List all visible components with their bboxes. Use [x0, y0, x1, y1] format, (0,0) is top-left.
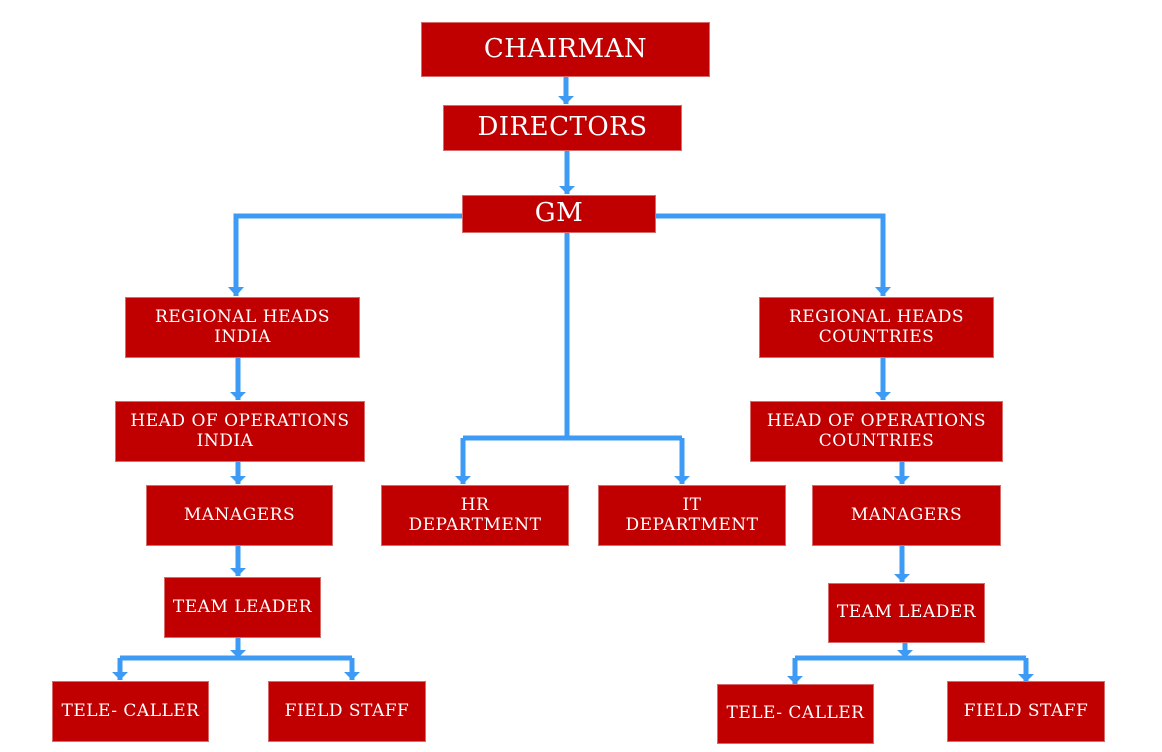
- node-label: TELE- CALLER: [61, 700, 200, 721]
- arrow-icon: [875, 392, 891, 400]
- node-label: REGIONAL HEADS: [154, 306, 331, 327]
- edge-gm-rh-india: [233, 213, 462, 296]
- node-label: HR: [460, 494, 490, 515]
- node-label: INDIA: [196, 430, 254, 451]
- node-label: MANAGERS: [183, 504, 296, 525]
- arrow-icon: [894, 476, 910, 484]
- node-field-staff-countries: FIELD STAFF: [947, 681, 1105, 742]
- node-label: DEPARTMENT: [625, 514, 759, 535]
- node-label: TEAM LEADER: [836, 602, 977, 623]
- node-label: FIELD STAFF: [284, 700, 410, 721]
- arrow-icon: [228, 287, 244, 296]
- arrow-icon: [112, 672, 128, 680]
- arrow-icon: [558, 96, 574, 104]
- node-regional-heads-countries: REGIONAL HEADS COUNTRIES: [759, 297, 994, 358]
- edge-gm-depts: [460, 232, 685, 484]
- edge-tl-staff-india: [117, 637, 355, 680]
- node-label: REGIONAL HEADS: [788, 306, 965, 327]
- arrow-icon: [230, 650, 246, 658]
- node-tele-caller-countries: TELE- CALLER: [717, 684, 874, 744]
- node-label: MANAGERS: [850, 504, 963, 525]
- node-label: GM: [534, 198, 584, 229]
- node-team-leader-countries: TEAM LEADER: [828, 583, 985, 643]
- node-label: DIRECTORS: [477, 112, 648, 143]
- node-hr-department: HR DEPARTMENT: [381, 485, 569, 546]
- node-it-department: IT DEPARTMENT: [598, 485, 786, 546]
- node-label: FIELD STAFF: [963, 700, 1089, 721]
- arrow-icon: [344, 672, 360, 680]
- arrow-icon: [897, 650, 913, 658]
- node-directors: DIRECTORS: [443, 105, 682, 151]
- node-team-leader-india: TEAM LEADER: [164, 577, 321, 638]
- edge-tl-staff-countries: [792, 642, 1029, 684]
- node-head-of-operations-india: HEAD OF OPERATIONS INDIA: [115, 401, 365, 462]
- arrow-icon: [559, 186, 575, 194]
- node-label: DEPARTMENT: [408, 514, 542, 535]
- node-tele-caller-india: TELE- CALLER: [52, 681, 209, 742]
- node-label: CHAIRMAN: [483, 33, 648, 64]
- node-label: COUNTRIES: [818, 430, 935, 451]
- edge-gm-rh-countries: [655, 213, 886, 296]
- arrow-icon: [894, 574, 910, 582]
- arrow-icon: [674, 476, 690, 484]
- node-label: COUNTRIES: [818, 326, 935, 347]
- node-managers-india: MANAGERS: [146, 485, 333, 546]
- node-label: HEAD OF OPERATIONS: [766, 410, 987, 431]
- node-field-staff-india: FIELD STAFF: [268, 681, 426, 742]
- node-head-of-operations-countries: HEAD OF OPERATIONS COUNTRIES: [750, 401, 1003, 462]
- node-label: TEAM LEADER: [172, 596, 313, 617]
- node-chairman: CHAIRMAN: [421, 22, 710, 77]
- node-label: INDIA: [214, 326, 271, 347]
- arrowheads: [112, 96, 1034, 684]
- arrow-icon: [1018, 674, 1034, 682]
- arrow-icon: [875, 287, 891, 296]
- arrow-icon: [230, 568, 246, 576]
- arrow-icon: [455, 476, 471, 484]
- node-label: HEAD OF OPERATIONS: [130, 410, 350, 431]
- node-managers-countries: MANAGERS: [812, 485, 1001, 546]
- node-label: IT: [682, 494, 702, 515]
- node-regional-heads-india: REGIONAL HEADS INDIA: [125, 297, 360, 358]
- arrow-icon: [230, 476, 246, 484]
- node-label: TELE- CALLER: [726, 703, 865, 724]
- arrow-icon: [787, 676, 803, 684]
- node-gm: GM: [462, 195, 656, 233]
- arrow-icon: [230, 392, 246, 400]
